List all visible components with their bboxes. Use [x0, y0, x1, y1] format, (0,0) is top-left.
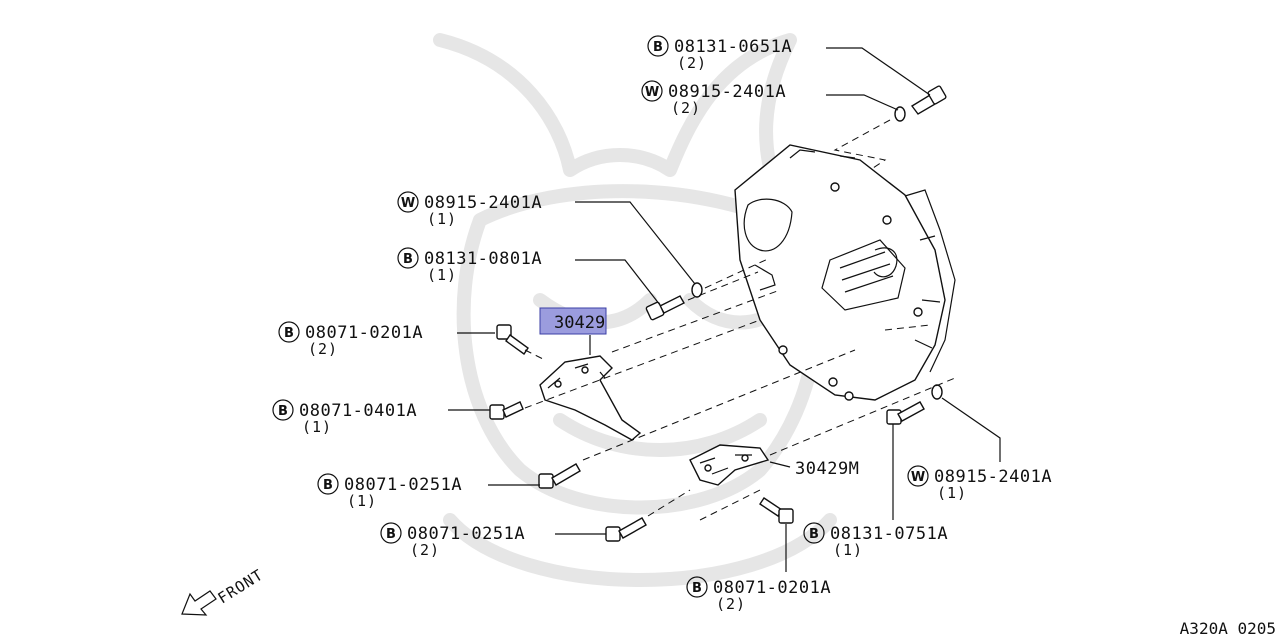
- bolt-mark: B: [284, 326, 294, 341]
- bolt-08071-0201A-left: [496, 324, 529, 355]
- part-number-30429m[interactable]: 30429M: [795, 459, 859, 479]
- callout-08131-0651A[interactable]: B 08131-0651A (2): [647, 35, 792, 72]
- part-qty: (2): [410, 541, 440, 559]
- part-qty: (1): [937, 484, 967, 502]
- bolt-08131-0751A: [886, 401, 925, 425]
- washer-mark: W: [911, 470, 925, 485]
- callout-08915-2401A-top[interactable]: W 08915-2401A (2): [641, 80, 786, 117]
- bolt-mark: B: [386, 527, 396, 542]
- part-qty: (2): [677, 54, 707, 72]
- part-qty: (1): [427, 210, 457, 228]
- bolt-08071-0251A-a: [538, 463, 581, 489]
- washer-mark: W: [645, 85, 659, 100]
- bracket-30429[interactable]: [539, 355, 642, 441]
- part-qty: (2): [671, 99, 701, 117]
- bolt-mark: B: [809, 527, 819, 542]
- front-arrow-icon: [181, 590, 217, 616]
- bracket-30429m[interactable]: [689, 444, 770, 486]
- part-number-30429: 30429: [554, 313, 605, 333]
- callout-08071-0201A-left[interactable]: B 08071-0201A (2): [278, 321, 423, 358]
- bolt-08131-0801A: [645, 295, 685, 321]
- bolt-mark: B: [323, 478, 333, 493]
- bolt-08071-0401A: [489, 401, 524, 420]
- part-qty: (2): [308, 340, 338, 358]
- part-code: 08071-0251A: [344, 475, 462, 495]
- callout-08071-0401A[interactable]: B 08071-0401A (1): [272, 399, 417, 436]
- assembly-lines: [524, 119, 956, 521]
- part-code: 08071-0201A: [305, 323, 423, 343]
- bolt-08071-0201A-bottom: [759, 497, 794, 524]
- washer-08915-2401A-top: [894, 106, 906, 122]
- part-code: 08071-0251A: [407, 524, 525, 544]
- bolt-mark: B: [403, 252, 413, 267]
- part-qty: (1): [302, 418, 332, 436]
- callout-08915-2401A-mid[interactable]: W 08915-2401A (1): [397, 191, 542, 228]
- callout-08131-0751A[interactable]: B 08131-0751A (1): [803, 522, 948, 559]
- callout-08071-0251A-a[interactable]: B 08071-0251A (1): [317, 473, 462, 510]
- part-code: 08131-0651A: [674, 37, 792, 57]
- leader-lines: [448, 47, 1001, 572]
- washer-08915-2401A-right: [931, 384, 943, 400]
- part-qty: (1): [427, 266, 457, 284]
- bolt-mark: B: [653, 40, 663, 55]
- front-label: FRONT: [215, 566, 267, 608]
- part-number-30429-highlight[interactable]: 30429: [539, 307, 607, 335]
- washer-08915-2401A-mid: [691, 282, 703, 298]
- callout-08915-2401A-right[interactable]: W 08915-2401A (1): [907, 465, 1052, 502]
- part-qty: (1): [833, 541, 863, 559]
- callout-08071-0251A-b[interactable]: B 08071-0251A (2): [380, 522, 525, 559]
- bolt-mark: B: [692, 581, 702, 596]
- part-code: 08071-0401A: [299, 401, 417, 421]
- part-code: 08131-0801A: [424, 249, 542, 269]
- part-code: 08071-0201A: [713, 578, 831, 598]
- diagram-id: A320A 0205: [1180, 619, 1276, 638]
- part-qty: (2): [716, 595, 746, 613]
- part-code: 08915-2401A: [668, 82, 786, 102]
- washer-mark: W: [401, 196, 415, 211]
- part-code: 08915-2401A: [424, 193, 542, 213]
- bolt-08071-0251A-b: [605, 517, 647, 542]
- callout-08071-0201A-bottom[interactable]: B 08071-0201A (2): [686, 576, 831, 613]
- part-code: 08131-0751A: [830, 524, 948, 544]
- transmission-housing: [734, 144, 956, 401]
- part-code: 08915-2401A: [934, 467, 1052, 487]
- front-indicator: FRONT: [181, 566, 267, 616]
- bolt-mark: B: [278, 404, 288, 419]
- callout-08131-0801A[interactable]: B 08131-0801A (1): [397, 247, 542, 284]
- bolt-08131-0651A: [910, 85, 947, 115]
- part-qty: (1): [347, 492, 377, 510]
